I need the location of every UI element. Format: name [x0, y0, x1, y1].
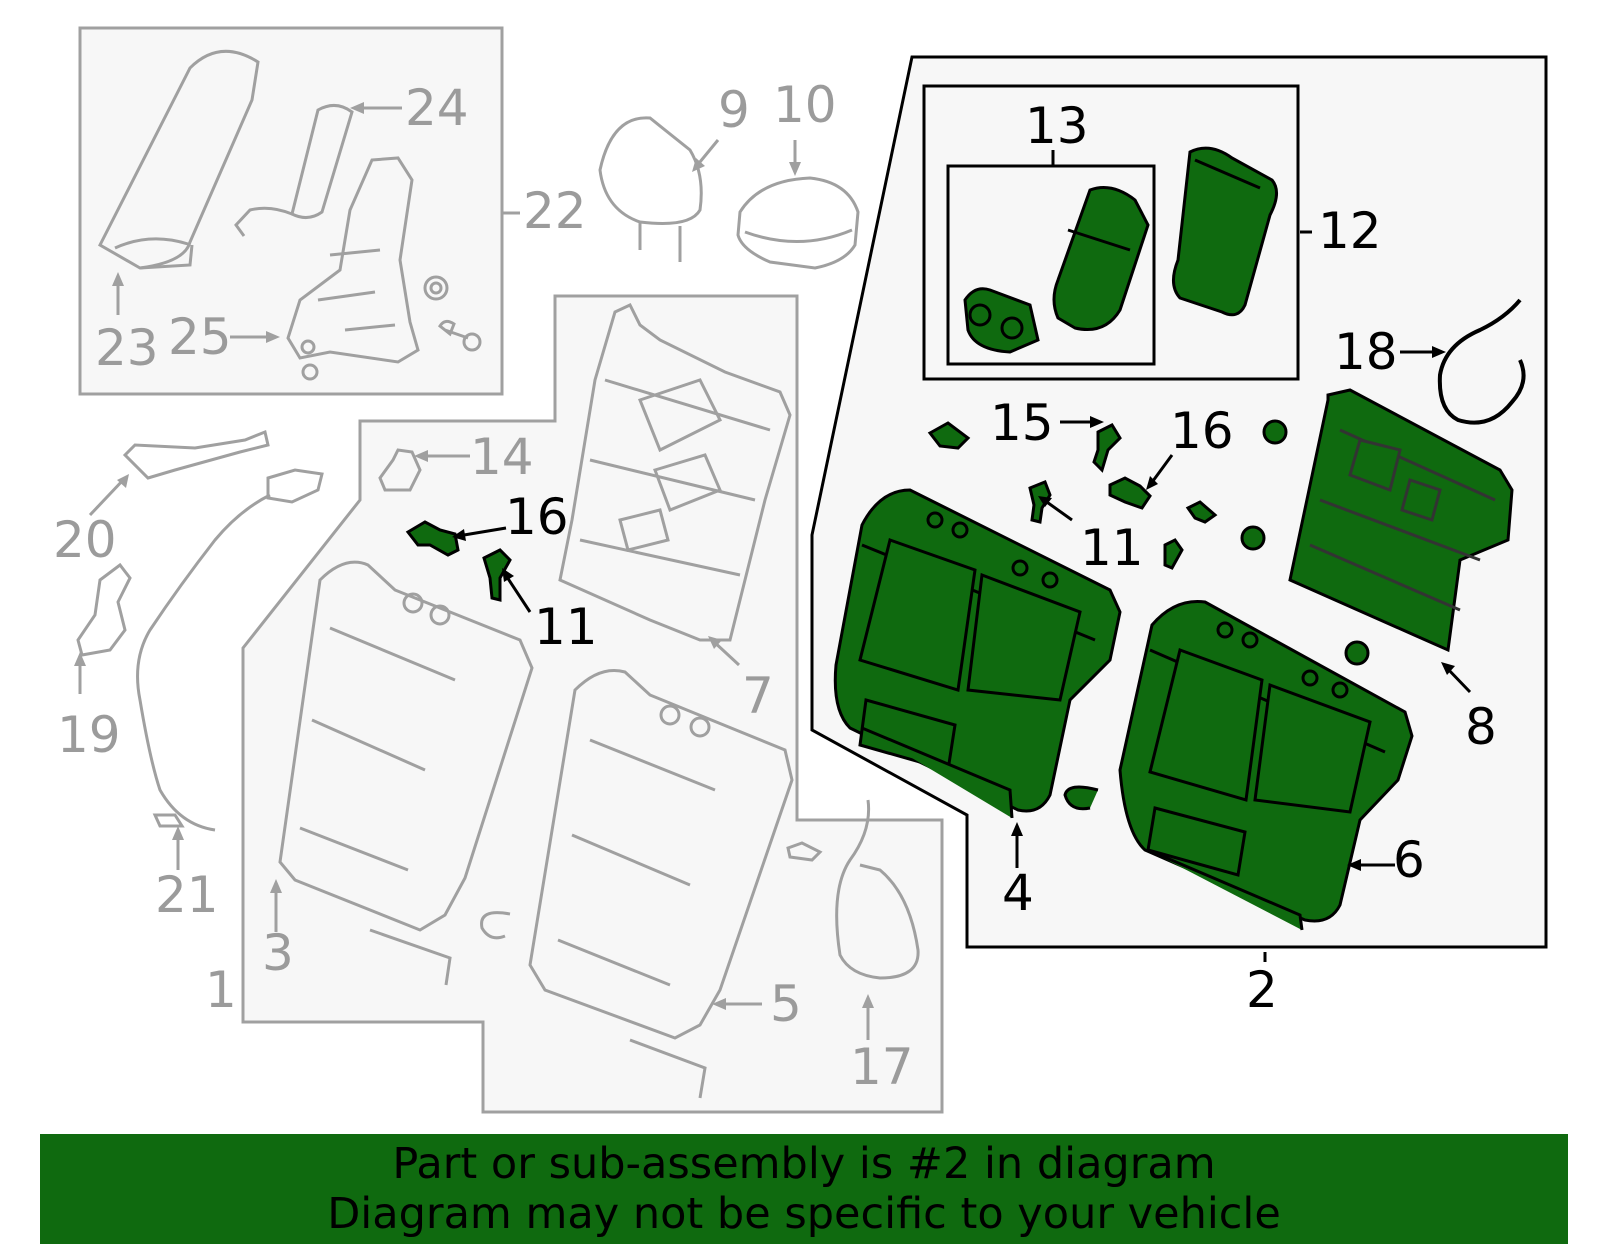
callout-6: 6 — [1393, 831, 1425, 889]
cushion-part-10 — [736, 176, 860, 270]
callout-16-right: 16 — [1170, 402, 1234, 460]
callout-5: 5 — [770, 975, 802, 1033]
seatback-part-4 — [833, 488, 1122, 819]
callout-10: 10 — [773, 76, 837, 134]
bracket-part-24 — [234, 104, 354, 237]
hinge-frame-part-25 — [286, 156, 420, 381]
callout-22: 22 — [523, 182, 587, 240]
leader-arrowheads-gray — [74, 102, 874, 1010]
callout-1: 1 — [205, 961, 237, 1019]
clip-part-11-left — [482, 548, 512, 602]
callout-11-right: 11 — [1080, 519, 1144, 577]
nut-bolt-parts-22 — [423, 275, 482, 352]
callout-20: 20 — [53, 511, 117, 569]
frame-part-8 — [1288, 388, 1514, 653]
callout-2: 2 — [1246, 961, 1278, 1019]
seatback-part-6 — [1118, 599, 1414, 931]
callout-13: 13 — [1025, 97, 1089, 155]
callout-19: 19 — [57, 706, 121, 764]
clip-part-14 — [378, 448, 422, 492]
callout-4: 4 — [1002, 864, 1034, 922]
callout-25: 25 — [168, 308, 232, 366]
cover-part-12 — [1172, 146, 1278, 317]
armrest-part-23 — [98, 49, 260, 270]
headrest-part-9 — [598, 116, 703, 262]
small-parts-15-16-11 — [927, 419, 1370, 811]
callout-15: 15 — [990, 394, 1054, 452]
leader-arrowheads-black — [452, 346, 1455, 871]
hook-parts — [480, 799, 920, 980]
callout-3: 3 — [262, 924, 294, 982]
callout-8: 8 — [1465, 698, 1497, 756]
seatback-cover-part-5 — [528, 669, 794, 1099]
callout-14: 14 — [470, 428, 534, 486]
callouts-gray: 1 3 5 7 9 10 14 17 19 20 21 22 23 24 25 — [53, 76, 914, 1096]
group-1-panel — [241, 294, 944, 1114]
frame-part-7 — [558, 303, 792, 642]
callout-12: 12 — [1318, 202, 1382, 260]
wiring-parts-19-20-21 — [76, 429, 324, 832]
cupholder-part-13 — [963, 186, 1150, 354]
callout-23: 23 — [95, 319, 159, 377]
callout-9: 9 — [718, 81, 750, 139]
callout-18: 18 — [1334, 323, 1398, 381]
callout-17: 17 — [850, 1038, 914, 1096]
clip-part-16-left — [405, 520, 460, 557]
banner-line-1: Part or sub-assembly is #2 in diagram — [392, 1139, 1216, 1189]
banner-line-2: Diagram may not be specific to your vehi… — [327, 1189, 1281, 1239]
callout-16-left: 16 — [505, 488, 569, 546]
callouts-black: 2 4 6 8 11 11 12 13 15 16 16 18 — [505, 97, 1497, 1019]
callout-11-left: 11 — [534, 598, 598, 656]
callout-24: 24 — [405, 79, 469, 137]
callout-7: 7 — [742, 667, 774, 725]
info-banner: Part or sub-assembly is #2 in diagram Di… — [40, 1134, 1568, 1244]
wire-part-18 — [1437, 298, 1526, 425]
callout-21: 21 — [155, 866, 219, 924]
seatback-cover-part-3 — [278, 560, 534, 986]
